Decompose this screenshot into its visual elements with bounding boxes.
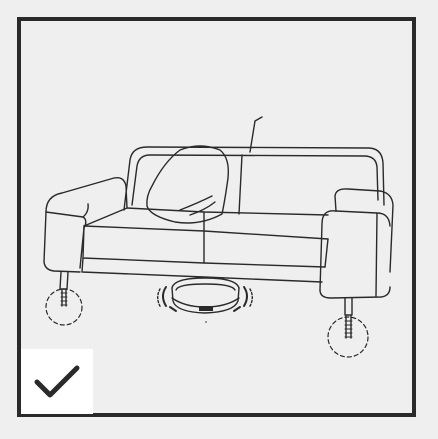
approval-badge	[21, 349, 93, 414]
adjustable-leg-right	[327, 297, 369, 358]
adjustable-leg-left	[45, 271, 83, 326]
checkmark-icon	[34, 365, 80, 397]
pillow-icon	[146, 145, 230, 224]
sofa-icon	[43, 116, 394, 299]
robot-vacuum-icon	[157, 277, 253, 323]
